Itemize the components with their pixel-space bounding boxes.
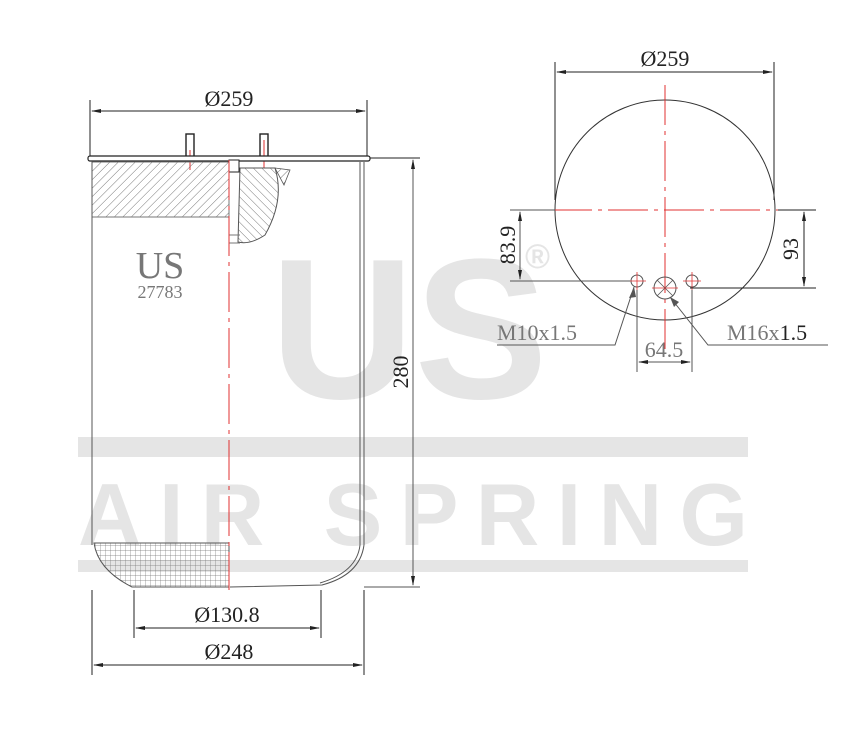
brand-label: US [136, 245, 185, 287]
side-view: Ø259 US 27783 280 [87, 86, 420, 675]
thread-left-label: M10x1.5 [497, 320, 577, 345]
piston-section [93, 542, 230, 588]
hole-right [683, 272, 701, 290]
piston-diameter-label: Ø130.8 [194, 602, 259, 627]
height-label: 280 [388, 356, 413, 389]
top-diameter-label: Ø259 [205, 86, 254, 111]
bead-section [91, 161, 230, 218]
registered-mark: ® [525, 238, 550, 276]
top-view: Ø259 83.9 93 [495, 46, 828, 372]
bumper-section [237, 167, 279, 244]
watermark-logo: US [270, 218, 548, 441]
thread-right-label: M16x1.5 [727, 320, 807, 345]
thread-left-leader [497, 286, 635, 346]
hole-spacing-label: 64.5 [645, 337, 684, 362]
right-offset-label: 93 [778, 238, 803, 260]
part-number: 27783 [138, 282, 183, 302]
top-view-diameter-label: Ø259 [641, 46, 690, 71]
left-offset-label: 83.9 [495, 226, 520, 265]
thread-right-leader [669, 296, 828, 346]
bottom-diameter-label: Ø248 [205, 639, 254, 664]
hole-center [652, 276, 678, 300]
hole-left [628, 272, 646, 290]
